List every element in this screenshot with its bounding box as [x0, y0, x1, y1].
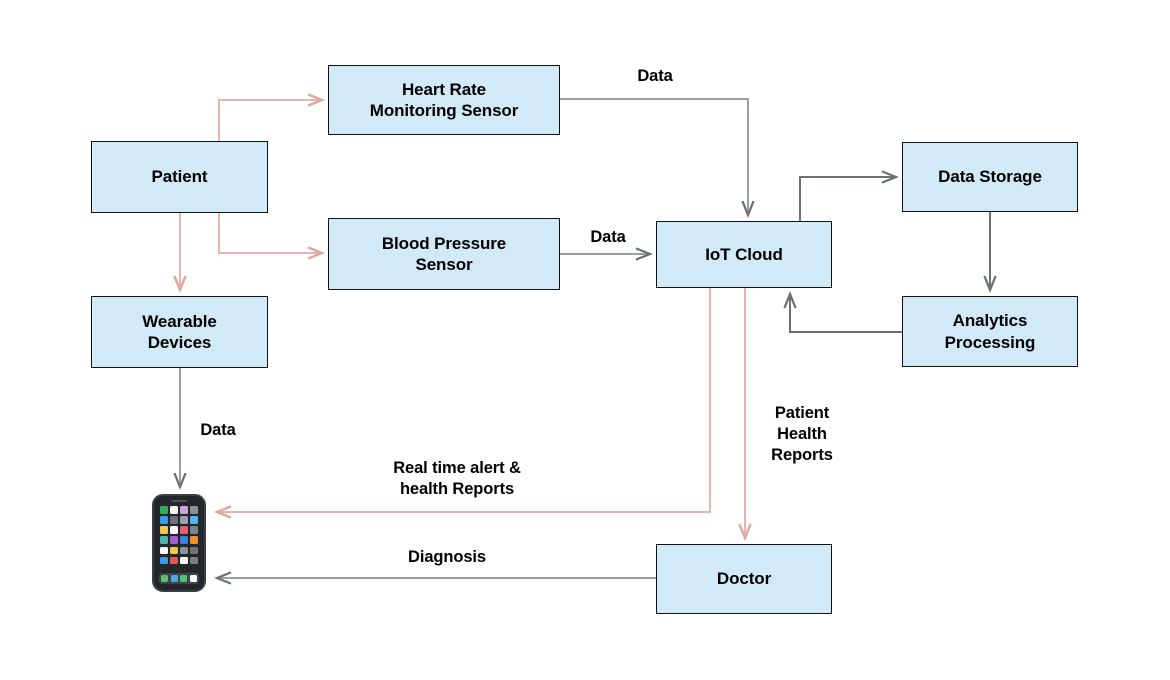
phone-app-icon	[160, 556, 168, 565]
edge-patient-to-heart-rate	[218, 100, 322, 141]
node-data-storage[interactable]: Data Storage	[902, 142, 1078, 212]
node-analytics-processing[interactable]: Analytics Processing	[902, 296, 1078, 367]
phone-dock-icon	[170, 574, 178, 582]
phone-app-icon	[180, 536, 188, 544]
phone-app-icon	[160, 526, 168, 534]
edge-label-data-heart-to-cloud: Data	[637, 67, 673, 85]
node-heart-rate-monitoring-sensor[interactable]: Heart Rate Monitoring Sensor	[328, 65, 560, 135]
phone-app-icon	[180, 516, 188, 524]
phone-app-grid	[158, 505, 200, 565]
phone-app-icon	[190, 526, 198, 534]
phone-app-icon	[170, 556, 178, 565]
phone-dock-icon	[189, 574, 197, 582]
smartphone-icon[interactable]	[152, 494, 206, 592]
phone-app-icon	[190, 506, 198, 514]
edge-label-patient-health-reports: Patient Health Reports	[771, 404, 833, 465]
edge-heart-rate-to-cloud	[560, 98, 748, 215]
node-doctor[interactable]: Doctor	[656, 544, 832, 614]
phone-app-icon	[180, 506, 188, 514]
phone-dock-icon	[161, 574, 169, 582]
edge-label-real-time-alert: Real time alert & health Reports	[393, 459, 521, 499]
phone-app-icon	[160, 546, 168, 555]
phone-app-icon	[160, 516, 168, 524]
phone-app-icon	[180, 556, 188, 565]
edge-label-diagnosis: Diagnosis	[408, 548, 486, 566]
phone-notch	[171, 500, 187, 502]
phone-app-icon	[170, 536, 178, 544]
phone-app-icon	[170, 506, 178, 514]
phone-app-icon	[160, 536, 168, 544]
node-wearable-devices[interactable]: Wearable Devices	[91, 296, 268, 368]
edge-label-data-bp-to-cloud: Data	[590, 228, 626, 246]
node-blood-pressure-sensor[interactable]: Blood Pressure Sensor	[328, 218, 560, 290]
phone-app-icon	[190, 516, 198, 524]
phone-app-icon	[190, 536, 198, 544]
phone-app-icon	[170, 526, 178, 534]
phone-app-icon	[180, 546, 188, 555]
phone-app-icon	[170, 546, 178, 555]
phone-app-icon	[180, 526, 188, 534]
edge-analytics-to-cloud	[790, 294, 902, 333]
edge-patient-to-blood-pressure	[218, 213, 322, 253]
phone-app-icon	[160, 506, 168, 514]
node-patient[interactable]: Patient	[91, 141, 268, 213]
phone-app-icon	[190, 546, 198, 555]
phone-app-icon	[190, 556, 198, 565]
phone-app-icon	[170, 516, 178, 524]
node-iot-cloud[interactable]: IoT Cloud	[656, 221, 832, 288]
phone-dock	[159, 572, 199, 584]
edge-label-data-wearable-to-phone: Data	[200, 421, 236, 439]
phone-dock-icon	[180, 574, 188, 582]
edge-cloud-to-data-storage	[799, 177, 896, 221]
